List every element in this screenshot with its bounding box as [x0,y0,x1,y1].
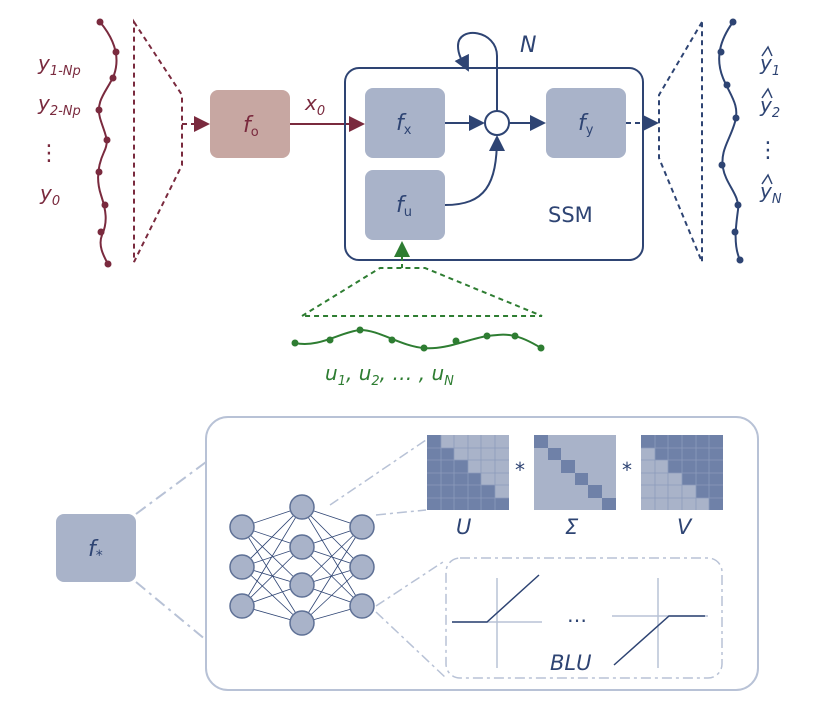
neural-network [241,506,363,624]
sum-junction [484,110,510,136]
multiply-op-1: * [515,458,525,482]
nn-output-node [349,593,375,619]
y-2-np-label: y2-Np [37,91,81,119]
nn-output-node [349,554,375,580]
prediction-signal [717,18,744,264]
fy-block [546,88,626,158]
ssm-container [344,67,644,261]
nn-hidden-node [289,494,315,520]
fstar-block [56,514,136,582]
fx-label: fx [396,111,412,138]
nn-input-node [229,593,255,619]
nn-hidden-node [289,534,315,560]
input-trapezoid [298,267,543,317]
fy-label: fy [578,111,594,138]
u-label: U [456,515,471,539]
zoom-to-activations [375,559,447,607]
activation-ellipsis: … [567,603,587,627]
zoom-line-top [135,461,207,515]
multiply-op-2: * [622,458,632,482]
prediction-dots: ⋮ [757,138,779,163]
x0-label: x0 [304,91,325,119]
f0-label: fo [243,113,259,140]
fu-block [365,170,445,240]
zoom-to-matrices [329,439,427,506]
yhat-2-label: y2 [759,93,780,121]
activations-panel [445,557,723,679]
nn-input-node [229,514,255,540]
fu-label: fu [396,193,412,220]
nn-hidden-node [289,610,315,636]
nn-input-node [229,554,255,580]
yhat-1-label: y1 [759,51,780,79]
nn-output-node [349,514,375,540]
activation-plot-2 [612,578,708,668]
inputs-label: u1, u2, … , uN [325,361,454,389]
yhat-1-hat [761,45,773,57]
ssm-label: SSM [548,203,593,227]
zoom-to-activations [375,611,447,679]
y-0-label: y0 [39,181,60,209]
u-matrix [427,435,509,510]
recurrence-loop [454,31,498,111]
input-signal [291,326,545,352]
loop-n-label: N [520,33,536,58]
prediction-trapezoid [658,18,703,263]
zoom-to-matrices [375,509,427,516]
nn-hidden-node [289,572,315,598]
past-output-signal [95,18,120,268]
past-output-trapezoid [133,18,183,263]
yhat-2-hat [761,87,773,99]
y-1-np-label: y1-Np [37,51,81,79]
blu-label: BLU [550,651,591,675]
v-matrix [641,435,723,510]
sigma-matrix [534,435,616,510]
past-output-dots: ⋮ [38,141,60,166]
v-label: V [677,515,693,539]
sigma-label: Σ [565,515,579,539]
yhat-n-hat [761,173,773,185]
yhat-n-label: yN [759,179,782,207]
fu-to-sum-arrow [444,135,505,206]
fstar-label: f* [88,537,103,564]
fx-block [365,88,445,158]
detail-panel [205,416,759,691]
zoom-line-bottom [135,581,207,641]
f0-block [210,90,290,158]
activation-plot-1 [452,574,542,668]
